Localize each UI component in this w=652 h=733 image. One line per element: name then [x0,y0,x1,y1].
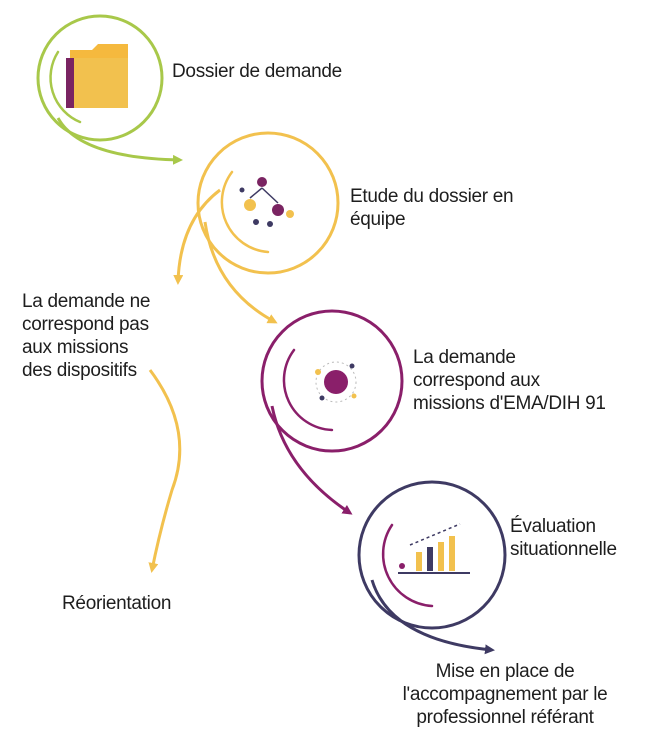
step-etude-label: Etude du dossier en équipe [350,185,514,231]
step-dossier-label: Dossier de demande [172,61,342,82]
connector-navy [370,579,495,655]
branch-label-line: aux missions [22,337,129,358]
chart-icon [398,523,470,574]
step-evaluation-label-line: Évaluation [510,516,596,537]
step-evaluation-label: Évaluation situationnelle [510,515,617,561]
step-correspond-label-line: correspond aux [413,370,540,391]
reorientation-label: Réorientation [62,593,172,614]
step-etude-label-line: équipe [350,209,406,230]
step-evaluation-node [357,480,507,655]
step-dossier-node [36,14,183,165]
branch-label: La demande ne correspond pas aux mission… [22,290,150,382]
connector-yellow-branch [173,188,221,285]
step-evaluation-inner-arc [381,523,434,608]
final-step-label: Mise en place de l'accompagnement par le… [370,660,640,729]
step-evaluation-label-line: situationnelle [510,539,617,560]
step-evaluation-circle [357,480,507,630]
final-step-label-line: Mise en place de [435,661,575,682]
step-etude-circle [196,131,340,275]
step-correspond-label-line: La demande [413,347,516,368]
step-etude-label-line: Etude du dossier en [350,186,514,207]
final-step-label-line: professionnel référant [416,707,594,728]
connector-yellow-main [203,221,278,324]
folder-icon [66,44,128,108]
team-icon [239,177,294,227]
connector-green [56,117,183,165]
step-etude-node [173,131,340,324]
target-icon [315,361,357,403]
branch-label-line: correspond pas [22,314,149,335]
branch-label-line: des dispositifs [22,360,137,381]
step-etude-inner-arc [220,170,270,254]
final-step-label-line: l'accompagnement par le [402,684,608,705]
step-correspond-inner-arc [282,348,334,432]
step-correspond-label: La demande correspond aux missions d'EMA… [413,346,606,415]
step-dossier-circle [36,14,164,142]
step-correspond-label-line: missions d'EMA/DIH 91 [413,393,606,414]
branch-label-line: La demande ne [22,291,151,312]
connector-purple [270,405,353,515]
step-correspond-circle [260,309,404,453]
step-correspond-node [260,309,404,515]
step-dossier-inner-arc [49,50,82,124]
connector-reorientation [148,369,182,573]
